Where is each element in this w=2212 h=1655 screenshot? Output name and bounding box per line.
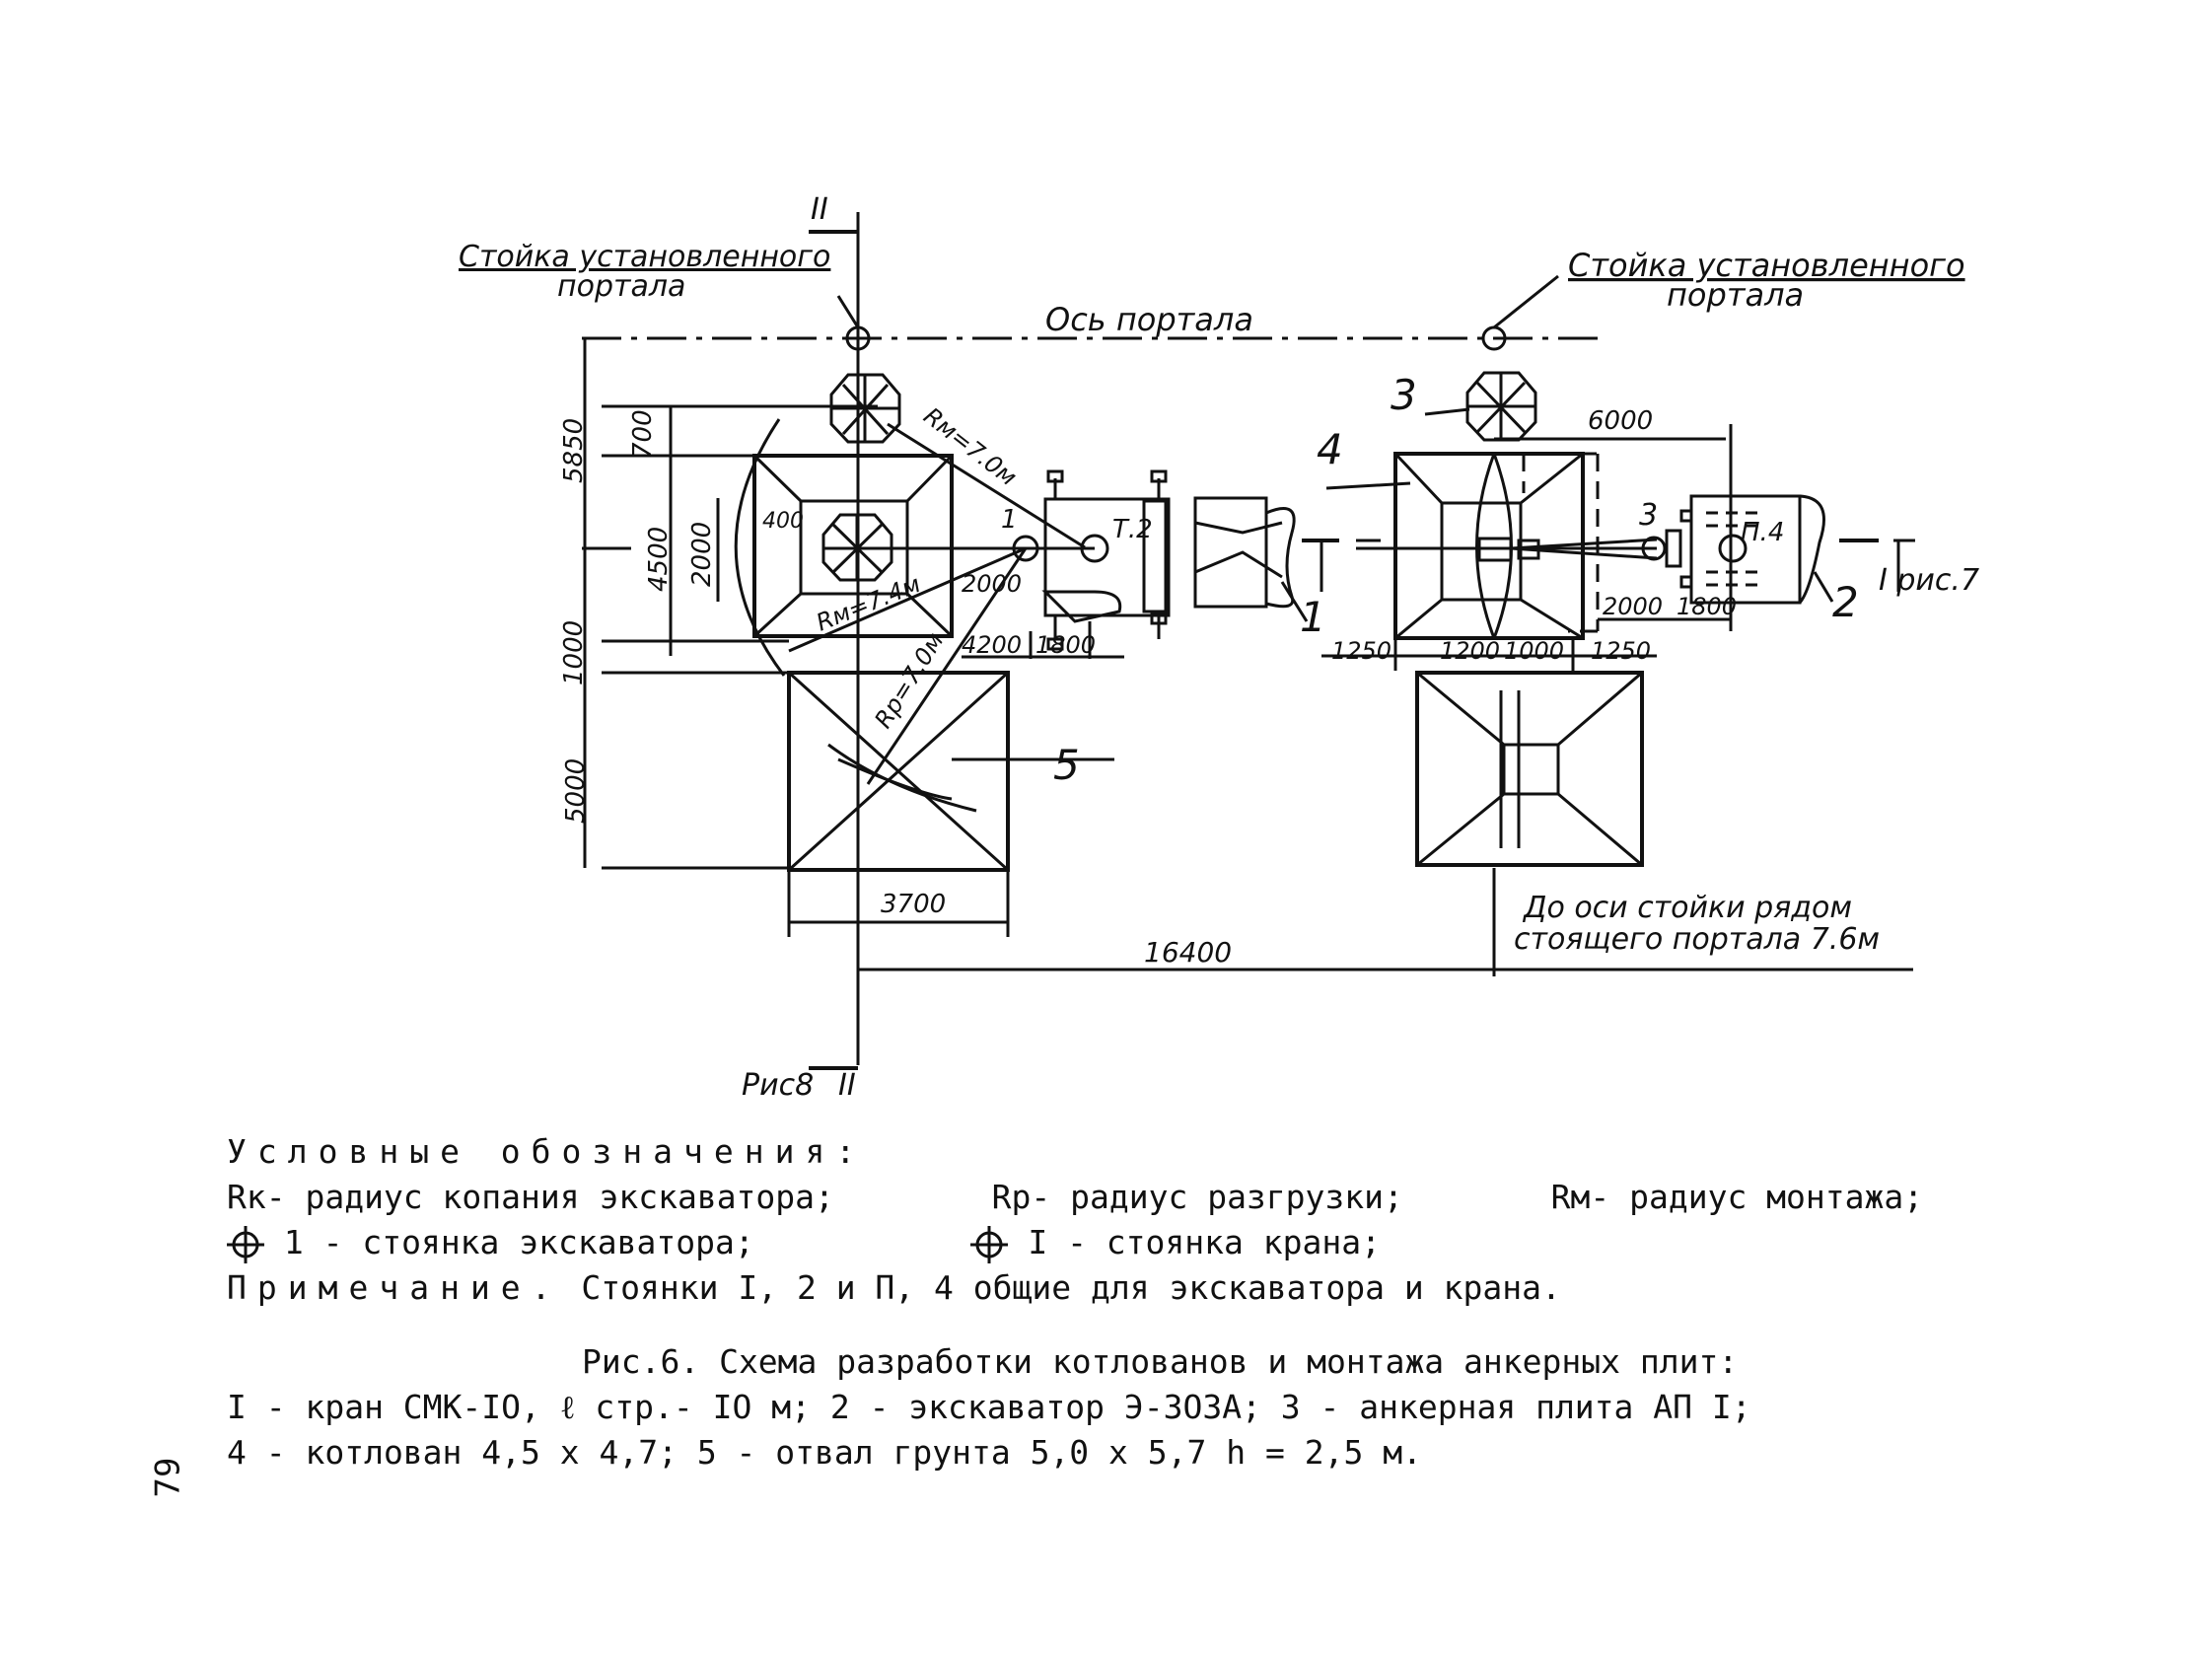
dim-700: 700 xyxy=(628,409,658,459)
figure-caption: Рис.6. Схема разработки котлованов и мон… xyxy=(227,1339,2101,1475)
section-ref-right: I рис.7 xyxy=(1879,563,1979,598)
crane-smk-10 xyxy=(1041,469,1296,651)
dim-6000: 6000 xyxy=(1588,406,1653,436)
note-right-line-1: До оси стойки рядом xyxy=(1522,891,1852,925)
dim-4200: 4200 xyxy=(962,631,1022,659)
dim-1250-right: 1250 xyxy=(1591,637,1651,665)
crane-stop-1 xyxy=(1012,535,1039,562)
crosshair-icon xyxy=(970,1225,1009,1263)
legend: Условные обозначения: Rк- радиус копания… xyxy=(227,1129,2081,1311)
portal-post-left-label-1: Стойка установленного xyxy=(459,240,830,274)
excavation-radius-arc xyxy=(734,418,786,677)
dim-2000-horizontal: 2000 xyxy=(962,570,1022,598)
crosshair-icon xyxy=(227,1225,264,1263)
legend-note-row: Примечание. Стоянки I, 2 и П, 4 общие дл… xyxy=(227,1265,2081,1311)
legend-crane-stop: I - стоянка крана; xyxy=(1028,1223,1381,1261)
dim-5850: 5850 xyxy=(559,418,589,483)
legend-rk: Rк- радиус копания экскаватора; xyxy=(227,1178,834,1216)
legend-excavator-stop: 1 - стоянка экскаватора; xyxy=(283,1223,754,1261)
section-mark-top: II xyxy=(811,192,828,227)
section-ref-bottom: Рис8 xyxy=(742,1068,814,1103)
page-number: 79 xyxy=(148,1457,188,1498)
dim-1800: 1800 xyxy=(1035,631,1096,659)
dim-5000: 5000 xyxy=(561,758,591,824)
portal-post-left-label-2: портала xyxy=(557,269,685,304)
excavator-e303a xyxy=(1679,494,1825,605)
legend-stops-row: 1 - стоянка экскаватора; I - стоянка кра… xyxy=(227,1220,2081,1265)
portal-post-right-label-2: портала xyxy=(1667,276,1804,314)
spoil-heap-right xyxy=(1415,671,1644,867)
portal-post-right-label-1: Стойка установленного xyxy=(1568,247,1965,284)
dim-16400: 16400 xyxy=(1144,936,1232,969)
dim-1250-left: 1250 xyxy=(1331,637,1391,665)
stop-3-label: 3 xyxy=(1639,498,1658,533)
section-mark-bottom: II xyxy=(838,1068,856,1103)
callout-5: 5 xyxy=(1053,741,1080,789)
spoil-heap-left xyxy=(787,671,1010,872)
legend-note-label: Примечание. xyxy=(227,1268,562,1307)
excavator-stop-3 xyxy=(1641,536,1667,561)
legend-rm: Rм- радиус монтажа; xyxy=(1550,1178,1924,1216)
legend-note-text: Стоянки I, 2 и П, 4 общие для экскаватор… xyxy=(581,1268,1561,1307)
callout-4: 4 xyxy=(1317,425,1343,473)
legend-rp: Rр- радиус разгрузки; xyxy=(991,1178,1403,1216)
callout-3: 3 xyxy=(1391,371,1417,419)
pit-left xyxy=(752,454,954,638)
caption-line-1: I - кран СМК-IO, ℓ стр.- IO м; 2 - экска… xyxy=(227,1388,1751,1426)
callout-1: 1 xyxy=(1300,593,1326,641)
caption-line-2: 4 - котлован 4,5 x 4,7; 5 - отвал грунта… xyxy=(227,1433,1422,1472)
dim-4500: 4500 xyxy=(644,527,674,592)
crane-stop-label: Т.2 xyxy=(1112,515,1153,544)
dim-1000: 1000 xyxy=(559,620,589,685)
callout-2: 2 xyxy=(1832,578,1859,626)
caption-title: Рис.6. Схема разработки котлованов и мон… xyxy=(582,1342,1739,1381)
radius-mount-1-label: Rм=7.0м xyxy=(918,402,1022,492)
legend-heading: Условные обозначения: xyxy=(227,1132,867,1171)
dim-400: 400 xyxy=(762,509,804,534)
anchor-plate-left xyxy=(829,373,901,444)
dim-1200: 1200 xyxy=(1440,637,1500,665)
dim-2000-right: 2000 xyxy=(1603,593,1663,620)
dim-3700: 3700 xyxy=(881,890,946,919)
note-right-line-2: стоящего портала 7.6м xyxy=(1514,922,1880,957)
anchor-plate-right xyxy=(1465,371,1537,442)
dim-1000-right: 1000 xyxy=(1504,637,1564,665)
dim-2000-vertical: 2000 xyxy=(687,522,717,587)
stop-1-label: 1 xyxy=(1001,505,1018,535)
portal-axis-label: Ось портала xyxy=(1045,301,1253,338)
stop-right-label: П.4 xyxy=(1741,518,1784,547)
legend-radii-row: Rк- радиус копания экскаватора; Rр- ради… xyxy=(227,1175,2081,1220)
dim-1800-right: 1800 xyxy=(1677,593,1737,620)
